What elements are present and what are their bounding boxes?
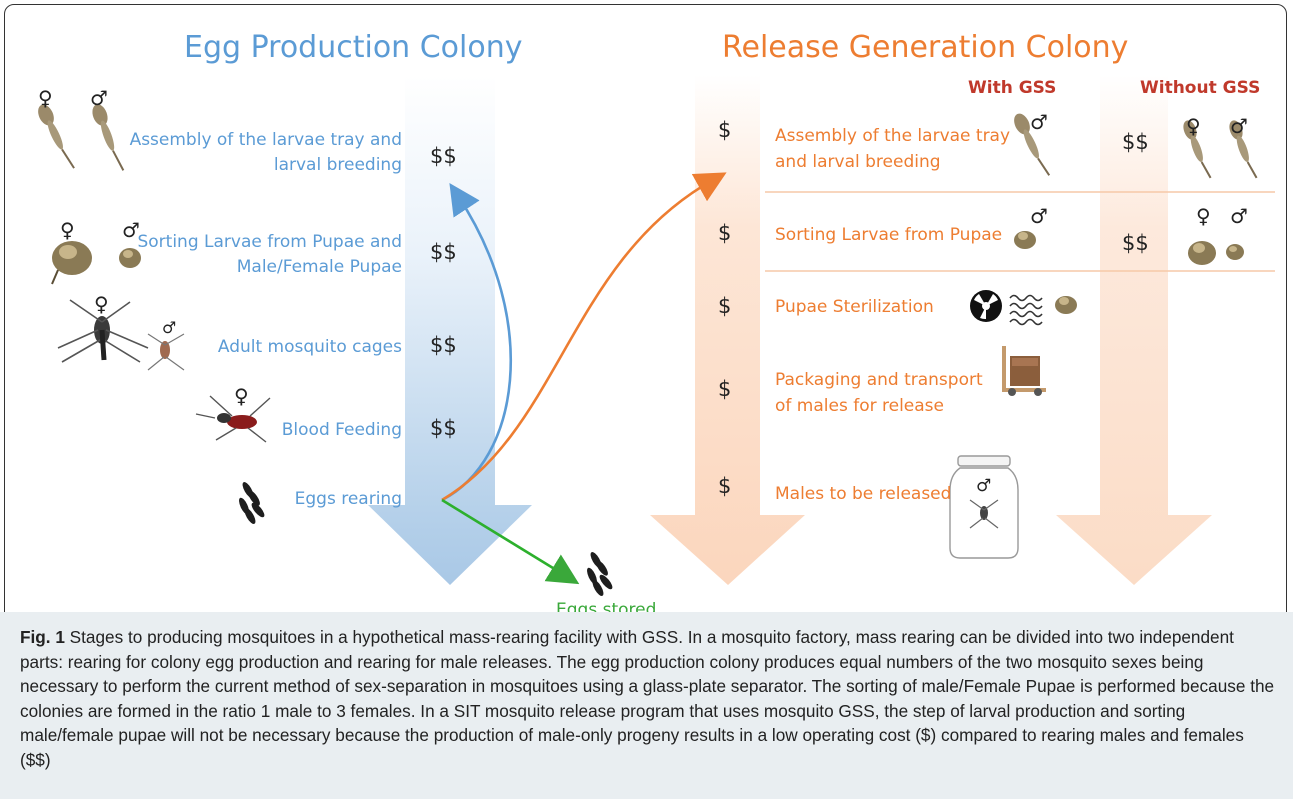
release-stage-1-label-line1: Assembly of the larvae tray [775,126,1011,146]
release-stage-1-cost-without: $$ [1122,130,1149,154]
adult-mosquito-male-icon [147,333,185,371]
female-symbol: ♀ [94,292,109,316]
stage-2-cost: $$ [430,240,457,264]
pupa-male-icon [1226,244,1244,260]
release-stage-2-cost-without: $$ [1122,231,1149,255]
female-symbol: ♀ [38,86,53,110]
arrow-eggs-to-storage [441,498,580,585]
stage-4-label: Blood Feeding [281,420,402,440]
with-gss-header: With GSS [968,78,1057,98]
release-stage-2-cost-with: $ [718,221,732,245]
transport-cart-icon [1002,346,1046,396]
eggs-stored-icon [587,552,613,596]
stage-3-cost: $$ [430,333,457,357]
release-generation-colony-title: Release Generation Colony [722,30,1129,65]
male-symbol: ♂ [1230,114,1248,138]
release-stage-1-label-line2: and larval breeding [775,152,941,172]
stage-5-label: Eggs rearing [294,489,402,509]
adult-mosquito-female-icon [57,299,149,363]
larva-male-icon [1229,120,1258,179]
female-symbol: ♀ [1186,114,1201,138]
female-symbol: ♀ [1196,204,1211,228]
caption-background [0,612,1293,799]
stage-1-label-line2: larval breeding [273,155,402,175]
stage-1-cost: $$ [430,144,457,168]
arrow-eggs-to-release-colony [441,172,727,502]
radiation-icon [970,290,1002,322]
stage-4-cost: $$ [430,416,457,440]
release-stage-4-cost-with: $ [718,377,732,401]
eggs-icon [239,482,265,524]
egg-production-colony-title: Egg Production Colony [184,30,523,65]
female-symbol: ♀ [234,384,249,408]
male-symbol: ♂ [976,476,992,496]
figure-caption: Fig. 1 Stages to producing mosquitoes in… [20,625,1275,772]
blood-feeding-mosquito-icon [195,395,271,443]
release-stage-4-label-line2: of males for release [775,396,944,416]
release-stage-5-label: Males to be released [775,484,952,504]
male-symbol: ♂ [122,218,140,242]
release-stage-2-label: Sorting Larvae from Pupae [775,225,1003,245]
without-gss-header: Without GSS [1140,78,1261,98]
pupa-icon [1055,296,1077,314]
release-flow-arrow-without-gss [1056,75,1212,585]
release-stage-3-label: Pupae Sterilization [775,297,934,317]
larva-female-icon [38,104,75,169]
figure-label: Fig. 1 [20,627,65,647]
larva-female-icon [1183,120,1212,179]
egg-production-flow-arrow [368,75,532,585]
release-stage-1-cost-with: $ [718,118,732,142]
release-stage-4-label-line1: Packaging and transport [775,370,983,390]
wave-radiation-icon [1009,294,1043,326]
male-symbol: ♂ [1030,204,1048,228]
stage-2-label-line2: Male/Female Pupae [236,257,402,277]
female-symbol: ♀ [60,218,75,242]
stage-1-label-line1: Assembly of the larvae tray and [129,130,402,150]
pupa-male-icon [119,248,141,268]
caption-text: Stages to producing mosquitoes in a hypo… [20,627,1275,770]
pupa-female-icon [1188,241,1216,265]
male-symbol: ♂ [90,86,108,110]
release-jar-icon [949,455,1019,559]
release-flow-arrow-with-gss [650,75,805,585]
pupa-female-icon [51,241,92,285]
stage-2-label-line1: Sorting Larvae from Pupae and [137,232,402,252]
pupa-male-icon [1014,231,1036,249]
release-stage-5-cost-with: $ [718,474,732,498]
larva-male-icon [92,104,125,171]
release-stage-3-cost-with: $ [718,294,732,318]
male-symbol: ♂ [162,318,177,337]
stage-3-label: Adult mosquito cages [217,337,402,357]
larva-male-icon [1014,113,1051,176]
male-symbol: ♂ [1230,204,1248,228]
diagram-canvas [38,75,1275,596]
male-symbol: ♂ [1030,110,1048,134]
